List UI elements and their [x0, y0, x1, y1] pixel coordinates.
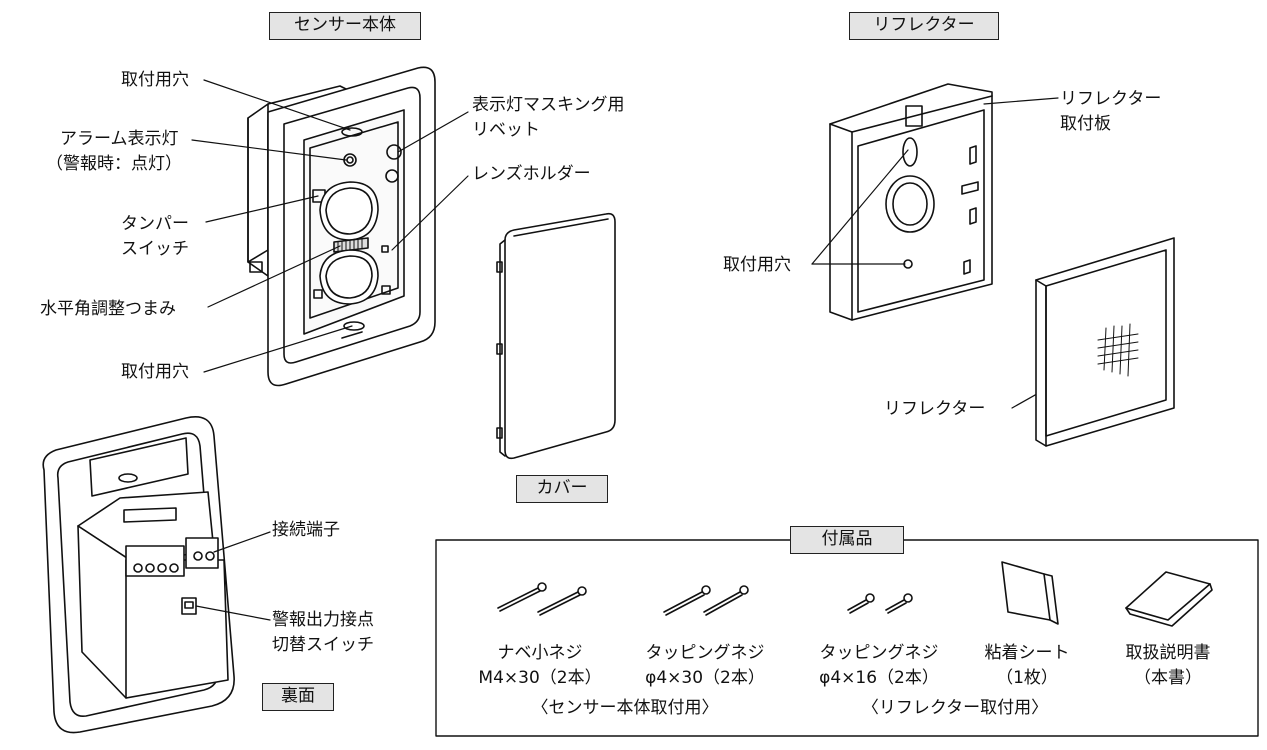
label-alarm-lamp: アラーム表示灯: [60, 129, 179, 149]
back-view-drawing: [42, 416, 235, 734]
cover-drawing: [496, 212, 616, 460]
reflector-title: リフレクター: [849, 12, 999, 40]
accessory-group-sensor: 〈センサー本体取付用〉: [531, 698, 719, 718]
label-reflector-plate-2: 取付板: [1060, 114, 1111, 134]
reflector-drawing: [1035, 237, 1175, 447]
label-reflector: リフレクター: [884, 399, 986, 419]
reflector-leader-lines: [811, 97, 1077, 409]
screw-m4-icon: [497, 582, 587, 616]
accessory-name-2: タッピングネジ: [645, 643, 765, 663]
label-terminal: 接続端子: [272, 520, 340, 540]
label-reflector-plate-1: リフレクター: [1060, 89, 1162, 109]
accessory-spec-4: （1枚）: [996, 668, 1058, 688]
label-tamper-2: スイッチ: [121, 239, 189, 259]
sensor-leader-lines: [191, 79, 469, 373]
tapping-screw-16-icon: [847, 593, 913, 614]
label-output-switch-1: 警報出力接点: [272, 610, 374, 630]
label-lens-holder: レンズホルダー: [472, 164, 591, 184]
accessories-title: 付属品: [790, 526, 904, 554]
back-title: 裏面: [262, 683, 334, 711]
accessory-spec-2: φ4×30（2本）: [645, 668, 765, 688]
accessory-name-1: ナベ小ネジ: [497, 643, 583, 663]
label-output-switch-2: 切替スイッチ: [272, 635, 374, 655]
label-rivet-1: 表示灯マスキング用: [472, 95, 625, 115]
accessory-name-5: 取扱説明書: [1125, 643, 1211, 663]
label-angle-knob: 水平角調整つまみ: [40, 299, 176, 319]
accessory-spec-5: （本書）: [1134, 668, 1202, 688]
label-alarm-lamp-note: （警報時：点灯）: [46, 154, 182, 174]
label-tamper-1: タンパー: [121, 214, 189, 234]
accessory-name-3: タッピングネジ: [819, 643, 939, 663]
cover-title: カバー: [516, 475, 608, 503]
adhesive-sheet-icon: [1001, 561, 1059, 625]
tapping-screw-30-icon: [663, 585, 749, 616]
accessory-spec-3: φ4×16（2本）: [819, 668, 939, 688]
sensor-body-drawing: [247, 66, 436, 387]
label-rivet-2: リベット: [472, 120, 540, 140]
accessory-name-4: 粘着シート: [984, 643, 1070, 663]
manual-icon: [1125, 571, 1213, 627]
label-mount-hole-top: 取付用穴: [121, 70, 189, 90]
label-reflector-mount-hole: 取付用穴: [723, 255, 791, 275]
label-mount-hole-bottom: 取付用穴: [121, 362, 189, 382]
accessory-group-reflector: 〈リフレクター取付用〉: [861, 698, 1049, 718]
sensor-body-title: センサー本体: [269, 12, 421, 40]
reflector-plate-drawing: [829, 83, 993, 321]
accessory-spec-1: M4×30（2本）: [478, 668, 602, 688]
back-leader-lines: [195, 531, 271, 621]
